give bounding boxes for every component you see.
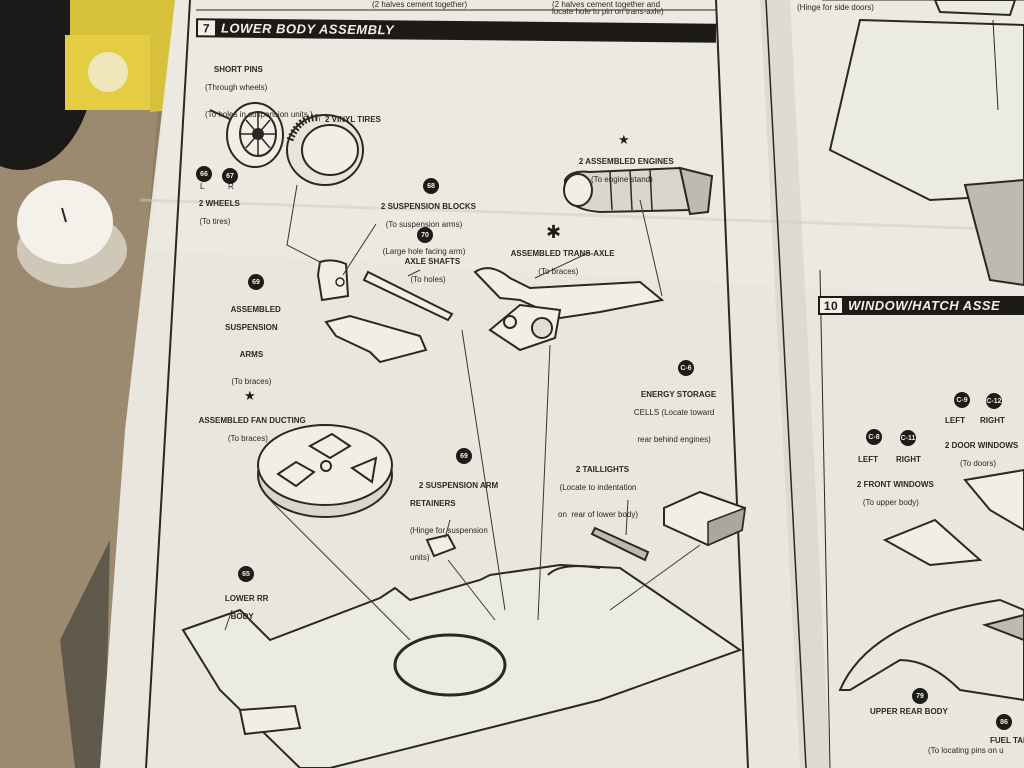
- badge-c6: C-6: [678, 360, 694, 376]
- label-front-windows: 2 FRONT WINDOWS (To upper body): [856, 480, 934, 507]
- taillight-drawing: [590, 526, 650, 562]
- retainer-drawing: [425, 533, 457, 558]
- label-left-a: LEFT: [945, 416, 965, 425]
- badge-c11: C-11: [900, 430, 916, 446]
- wheel-r-label: R: [228, 182, 234, 191]
- label-trans-axle: ASSEMBLED TRANS-AXLE (To braces): [510, 249, 615, 276]
- badge-c12: C-12: [986, 393, 1002, 409]
- suspension-block-drawing: [316, 259, 350, 302]
- fan-ducting-drawing: [257, 424, 393, 518]
- label-short-pins: SHORT PINS (Through wheels) (To holes in…: [205, 65, 313, 119]
- section-7-number: 7: [197, 20, 216, 36]
- badge-69a: 69: [248, 274, 264, 290]
- wheel-l-label: L: [200, 182, 205, 191]
- side-door-drawing: [828, 0, 1024, 287]
- label-fan-ducting: ASSEMBLED FAN DUCTING (To braces): [198, 416, 306, 443]
- label-engines: 2 ASSEMBLED ENGINES (To engine stand): [578, 157, 674, 184]
- star-fan-ducting: ★: [244, 388, 256, 403]
- trans-axle-drawing: [473, 267, 665, 352]
- star-engines: ★: [618, 132, 630, 147]
- wheel-drawing: [226, 102, 284, 168]
- badge-86: 86: [996, 714, 1012, 730]
- label-upper-rear-body: UPPER REAR BODY: [870, 707, 948, 716]
- badge-66: 66: [196, 166, 212, 182]
- label-suspension-arms: ASSEMBLED SUSPENSION ARMS (To braces): [225, 305, 281, 386]
- suspension-arm-drawing: [324, 314, 428, 364]
- label-retainers: 2 SUSPENSION ARM RETAINERS (Hinge for su…: [410, 481, 499, 562]
- tire-drawing: [286, 114, 364, 186]
- front-window-drawing: [882, 518, 983, 567]
- door-window-drawing: [963, 468, 1024, 532]
- badge-68: 68: [423, 178, 439, 194]
- engine-drawing: [563, 166, 714, 216]
- label-axle-shafts: AXLE SHAFTS (To holes): [404, 257, 461, 284]
- label-lower-rr-body: LOWER RR BODY: [224, 594, 269, 621]
- label-left-b: LEFT: [858, 455, 878, 464]
- label-fuel-tank: FUEL TANK: [990, 736, 1024, 745]
- top-clip-right-2: locate hole to pin on trans-axle): [552, 7, 664, 16]
- energy-cells-drawing: [663, 490, 747, 547]
- badge-70: 70: [417, 227, 433, 243]
- section-10-header: 10 WINDOW/HATCH ASSE: [818, 296, 1024, 315]
- axle-shaft-drawing: [362, 270, 454, 322]
- badge-65: 65: [238, 566, 254, 582]
- badge-c9: C-9: [954, 392, 970, 408]
- label-taillights: 2 TAILLIGHTS (Locate to indentation on r…: [558, 465, 639, 519]
- label-energy-cells: ENERGY STORAGE CELLS (Locate toward rear…: [633, 390, 717, 444]
- badge-67: 67: [222, 168, 238, 184]
- label-wheels: 2 WHEELS (To tires): [198, 199, 240, 226]
- label-suspension-blocks: 2 SUSPENSION BLOCKS (To suspension arms)…: [380, 202, 477, 256]
- top-clip-left: (2 halves cement together): [372, 0, 468, 9]
- badge-c8: C-8: [866, 429, 882, 445]
- section-10-title: WINDOW/HATCH ASSE: [848, 298, 1001, 313]
- badge-79: 79: [912, 688, 928, 704]
- top-clip-far-right: (Hinge for side doors): [797, 3, 874, 12]
- upper-rear-body-drawing: [838, 598, 1024, 702]
- star-trans-axle: ✱: [546, 222, 562, 242]
- section-7-title: LOWER BODY ASSEMBLY: [220, 20, 395, 38]
- badge-69b: 69: [456, 448, 472, 464]
- top-clip-right-1: (2 halves cement together and: [552, 0, 661, 9]
- label-right-a: RIGHT: [980, 416, 1005, 425]
- label-right-b: RIGHT: [896, 455, 921, 464]
- lower-body-drawing: [181, 563, 743, 768]
- label-vinyl-tires: 2 VINYL TIRES: [325, 115, 381, 124]
- label-door-windows: 2 DOOR WINDOWS (To doors): [944, 441, 1019, 468]
- label-fuel-tank-sub: (To locating pins on u: [928, 746, 1004, 755]
- section-10-number: 10: [820, 298, 842, 313]
